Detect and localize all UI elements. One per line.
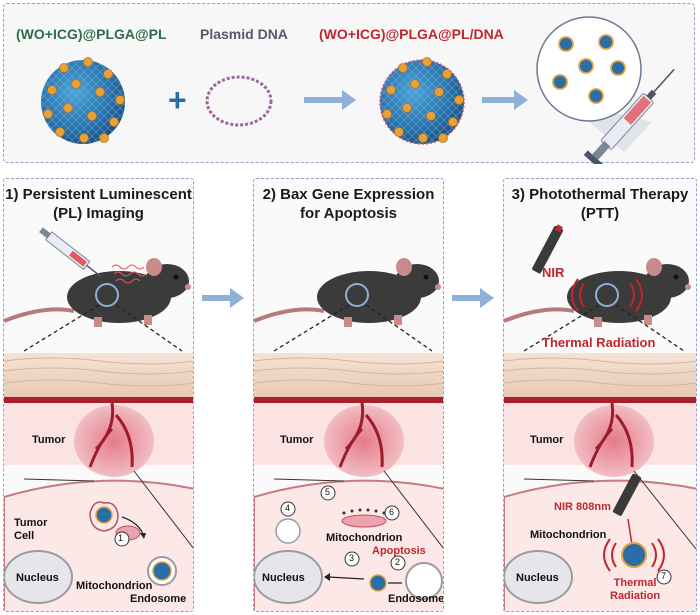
step-6-marker: 6 [389, 507, 395, 517]
nanoparticle-left [41, 57, 125, 144]
mouse-3 [504, 258, 691, 327]
panel-1-illustration [4, 227, 193, 611]
tumor-cell-line1: Tumor [14, 517, 48, 529]
tumor-label-1: Tumor [32, 434, 66, 446]
label-nanoparticle: (WO+ICG)@PLGA@PL [16, 26, 167, 42]
panel-3-title-line2: (PTT) [580, 205, 620, 222]
mitochondrion-label-3: Mitochondrion [530, 529, 607, 541]
tumor-cell-1 [4, 470, 193, 611]
tumor-3 [574, 402, 654, 477]
zoom-bubble [536, 16, 652, 152]
step-4-marker: 4 [285, 503, 291, 513]
tumor-cell-line2: Cell [14, 530, 35, 542]
endosome-label-2: Endosome [388, 593, 444, 605]
step-5-marker: 5 [325, 487, 331, 497]
mouse-1 [4, 258, 191, 327]
apoptosis-label: Apoptosis [372, 545, 426, 557]
panel-2-illustration [254, 258, 443, 611]
heat-waves-3 [571, 278, 643, 312]
syringe-1 [39, 227, 102, 278]
panel-1-title: 1) Persistent Luminescent (PL) Imaging [4, 185, 193, 223]
panel-3-title: 3) Photothermal Therapy (PTT) [504, 185, 696, 223]
panel-pl-imaging: 1) Persistent Luminescent (PL) Imaging T… [3, 178, 194, 612]
nir-label: NIR [542, 265, 565, 280]
nir808-label: NIR 808nm [554, 501, 611, 513]
panel-1-title-line1: 1) Persistent Luminescent [5, 186, 192, 203]
nanoparticle-right [379, 57, 465, 145]
panel-3-illustration [504, 224, 696, 611]
arrow-top-2 [482, 90, 528, 110]
pl-emission-waves [111, 264, 147, 284]
endosome-label-1: Endosome [130, 593, 187, 605]
laser-pointer-3 [532, 224, 564, 274]
panel-3-title-line1: 3) Photothermal Therapy [511, 186, 689, 203]
thermal-line2: Radiation [610, 590, 661, 602]
nucleus-label-2: Nucleus [262, 572, 305, 584]
tumor-cell-2 [254, 470, 443, 611]
step-1-marker: 1 [118, 533, 124, 543]
tumor-label-2: Tumor [280, 434, 314, 446]
top-panel: (WO+ICG)@PLGA@PL Plasmid DNA (WO+ICG)@PL… [3, 3, 695, 164]
step-7-marker: 7 [661, 571, 667, 581]
mouse-2 [254, 258, 441, 327]
step-2-marker: 2 [395, 557, 401, 567]
nucleus-label-1: Nucleus [16, 572, 59, 584]
step-3-marker: 3 [349, 553, 355, 563]
panel-bax-gene: 2) Bax Gene Expression for Apoptosis Tum… [253, 178, 444, 612]
panel-2-title-line1: 2) Bax Gene Expression [262, 186, 435, 203]
arrow-top-1 [304, 90, 356, 110]
panel-2-title-line2: for Apoptosis [300, 205, 397, 222]
panel-1-title-line2: (PL) Imaging [53, 205, 144, 222]
arrow-panel-1-2 [202, 288, 244, 308]
top-illustration [41, 16, 675, 164]
tumor-cell-label: Tumor Cell [14, 517, 47, 543]
tumor-label-3: Tumor [530, 434, 564, 446]
tumor-2 [324, 402, 404, 477]
label-plasmid-dna: Plasmid DNA [200, 26, 288, 42]
label-nanoparticle-dna: (WO+ICG)@PLGA@PL/DNA [319, 26, 504, 42]
arrow-panel-2-3 [452, 288, 494, 308]
syringe-top [583, 68, 675, 164]
mitochondrion-label-1: Mitochondrion [76, 580, 153, 592]
nucleus-label-3: Nucleus [516, 572, 559, 584]
tumor-cell-3 [504, 470, 696, 611]
plasmid-dna-ring [205, 75, 273, 127]
thermal-radiation-label-top: Thermal Radiation [542, 335, 656, 350]
panel-ptt: 3) Photothermal Therapy (PTT) NIR Therma… [503, 178, 697, 612]
thermal-line1: Thermal [613, 577, 657, 589]
panel-2-title: 2) Bax Gene Expression for Apoptosis [254, 185, 443, 223]
mitochondrion-label-2: Mitochondrion [326, 532, 403, 544]
plus-sign: + [168, 82, 187, 118]
tumor-1 [74, 402, 154, 477]
thermal-radiation-label-bottom: Thermal Radiation [610, 577, 660, 603]
